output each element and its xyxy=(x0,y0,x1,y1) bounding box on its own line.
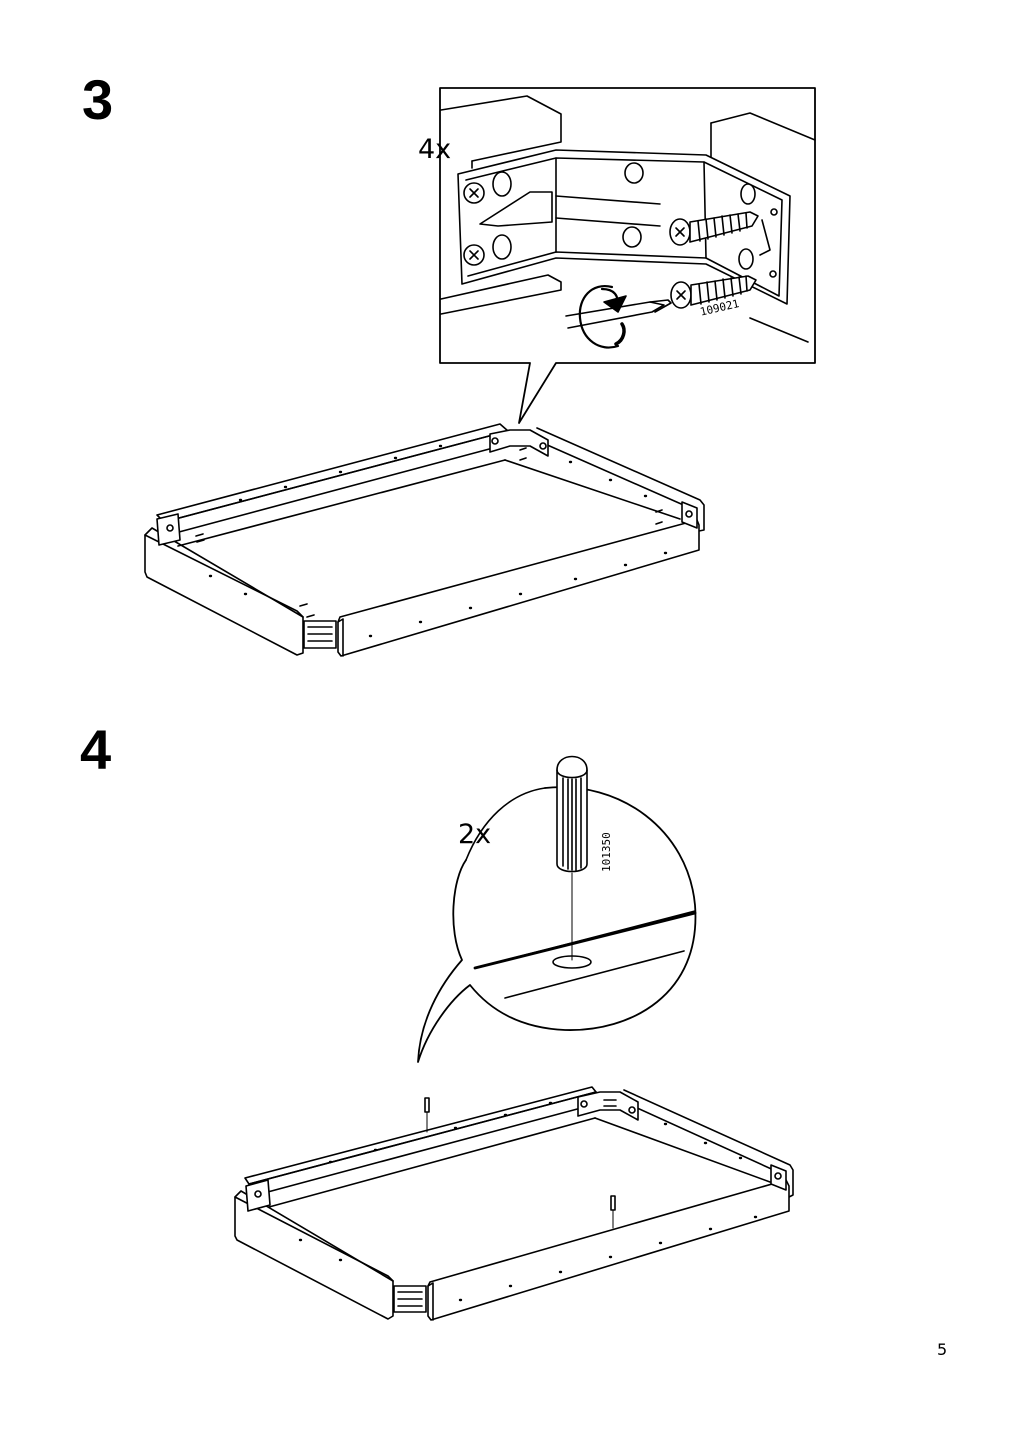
step-4-part-number: 101350 xyxy=(600,832,613,872)
corner-bracket-icon xyxy=(304,621,336,648)
wooden-dowel-icon xyxy=(611,1196,615,1228)
screw-icon xyxy=(670,212,758,245)
wooden-dowel-icon xyxy=(425,1098,429,1132)
corner-bracket-icon xyxy=(394,1286,426,1312)
step-4-quantity: 2x xyxy=(458,819,492,850)
step-3-quantity: 4x xyxy=(418,134,452,165)
step-3-frame xyxy=(145,424,704,656)
corner-bracket-icon xyxy=(578,1092,638,1120)
screw-icon xyxy=(671,276,756,308)
step-4-callout xyxy=(418,757,695,1063)
corner-bracket-icon xyxy=(246,1180,270,1211)
wooden-dowel-icon xyxy=(557,757,587,872)
corner-bracket-icon xyxy=(771,1165,786,1190)
corner-bracket-icon xyxy=(682,502,697,528)
step-4-frame xyxy=(235,1087,793,1320)
frame-rail-left-detail xyxy=(441,96,561,314)
step-3-callout xyxy=(440,88,815,423)
corner-bracket-icon xyxy=(490,430,548,456)
step-3-number: 3 xyxy=(82,68,114,131)
frame-rail-right-detail xyxy=(711,113,815,342)
screwdriver-icon xyxy=(566,300,671,328)
corner-bracket-icon xyxy=(458,150,790,304)
corner-bracket-icon xyxy=(157,514,180,545)
rotation-arrow-icon xyxy=(580,286,626,347)
step-4-number: 4 xyxy=(80,718,112,781)
page-number: 5 xyxy=(937,1340,948,1359)
